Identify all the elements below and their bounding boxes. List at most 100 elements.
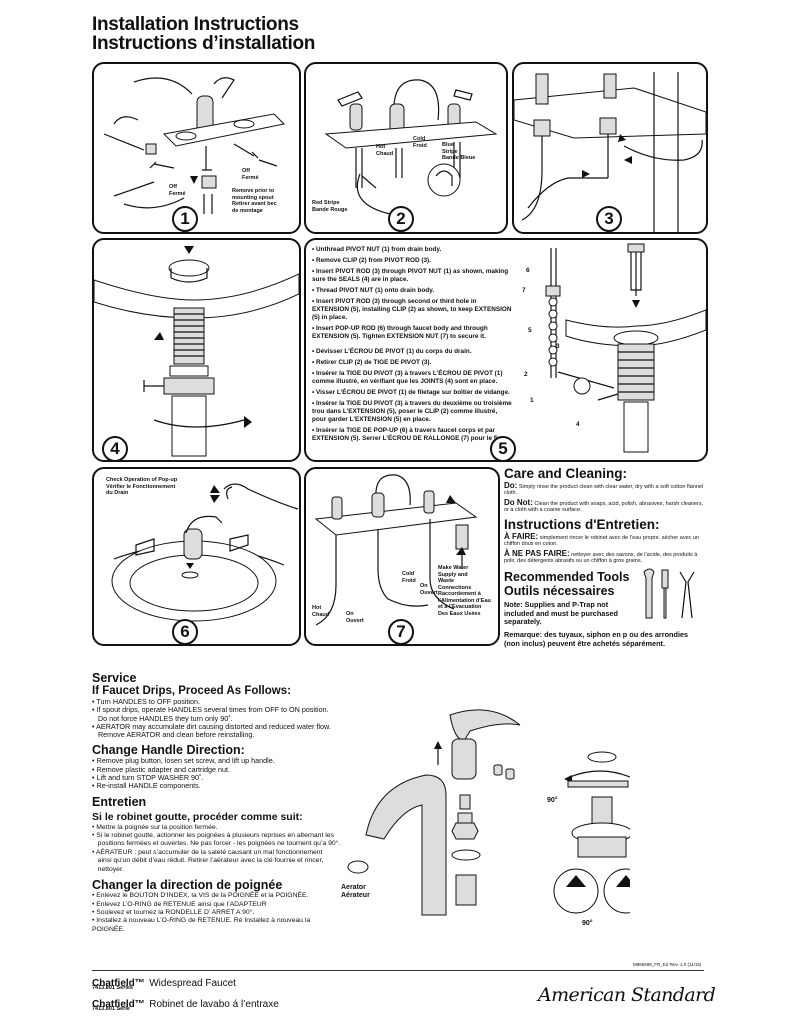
- list-item: • Enlevez le BOUTON D’INDEX, la VIS de l…: [92, 892, 309, 900]
- label-cold-7: Cold Froid: [402, 571, 416, 584]
- label-make-connections: Make Water Supply and Waste Connections …: [438, 565, 491, 617]
- list-item: • Turn HANDLES to OFF position.: [92, 697, 200, 706]
- document-number: M965698_FR_EZ Rev. 1.0 (11/15): [633, 962, 702, 967]
- care-title: Care and Cleaning:: [504, 466, 628, 481]
- list-item: • Mettre la poignée sur la position ferm…: [92, 823, 218, 831]
- callout-7: 7: [522, 287, 526, 294]
- callout-4: 4: [576, 421, 580, 428]
- step-number-6: 6: [172, 619, 198, 644]
- step-5-panel: • Unthread PIVOT NUT (1) from drain body…: [304, 238, 708, 462]
- service-title: Service: [92, 671, 137, 685]
- step-1-illustration: [103, 77, 286, 214]
- step-number-5: 5: [490, 436, 516, 460]
- page-title-fr: Instructions d’installation: [92, 33, 316, 54]
- service-drip-head: If Faucet Drips, Proceed As Follows:: [92, 685, 291, 697]
- wrench-icon: [643, 568, 655, 619]
- step-6-panel: Check Operation of Pop-up Vérifier le Fo…: [92, 467, 301, 646]
- list-item: • Remove plastic adapter and cartridge n…: [92, 764, 230, 774]
- label-check-popup: Check Operation of Pop-up Vérifier le Fo…: [106, 477, 178, 496]
- care-afaire-label: À FAIRE:: [504, 532, 539, 542]
- step-2-panel: Hot Chaud Cold Froid Blue Stripe Bande B…: [304, 62, 508, 234]
- list-item: positions fermées et ouvertes. Ne pas fo…: [92, 840, 341, 848]
- list-item: nettoyer.: [92, 865, 124, 873]
- list-item: • Installez à nouveau L’O-RING de RETENU…: [92, 917, 311, 933]
- callout-3: 3: [556, 343, 560, 350]
- label-aerator: Aerator Aérateur: [341, 884, 370, 899]
- product-series-fr: 7413.801 Série: [92, 1006, 130, 1012]
- fr-handle-head: Changer la direction de poignée: [92, 878, 283, 893]
- step-5-fr-item: • Insérer la TIGE DU PIVOT (3) à travers…: [312, 370, 503, 385]
- label-cold: Cold Froid: [413, 136, 427, 149]
- label-hot-7: Hot Chaud: [312, 605, 330, 618]
- label-blue-stripe: Blue Stripe Bande Bleue: [442, 142, 476, 161]
- care-do-text: Simply rinse the product clean with clea…: [504, 484, 704, 497]
- step-4-illustration: [94, 246, 299, 457]
- step-number-3: 3: [596, 206, 622, 232]
- step-5-illustration: [545, 243, 706, 453]
- label-90-deg-1: 90°: [547, 797, 558, 804]
- list-item: Do not force HANDLES they turn only 90˚.: [92, 713, 233, 723]
- care-anepas: À NE PAS FAIRE: nettoyer avec des savons…: [504, 548, 704, 565]
- label-remove-prior: Remove prior to mounting spout Retirer a…: [232, 188, 277, 214]
- list-item: • Re-install HANDLE components.: [92, 781, 201, 791]
- list-item: Remove AERATOR and clean before reinstal…: [92, 730, 255, 740]
- care-donot-label: Do Not:: [504, 497, 533, 507]
- label-red-stripe: Red Stripe Bande Rouge: [312, 200, 348, 213]
- pliers-icon: [679, 571, 695, 619]
- step-1-panel: Off Fermé Off Fermé Remove prior to moun…: [92, 62, 301, 234]
- care-donot-text: Clean the product with soaps, acid, poli…: [504, 500, 704, 513]
- screwdriver-icon: [661, 569, 669, 619]
- tools-illustration: [643, 568, 695, 619]
- step-2-illustration: [324, 79, 498, 215]
- service-handle-head: Change Handle Direction:: [92, 743, 245, 758]
- step-5-fr-item: • Retirer CLIP (2) de TIGE DE PIVOT (3).: [312, 359, 432, 366]
- product-name-fr: Chatfield™: [92, 999, 145, 1010]
- step-4-panel: 4: [92, 238, 301, 462]
- product-series-en: 7413.801 Series: [92, 985, 133, 991]
- list-item: • AERATOR may accumulate dirt causing di…: [92, 721, 331, 731]
- care-section: Care and Cleaning: Do: Simply rinse the …: [504, 466, 704, 565]
- callout-1: 1: [530, 397, 534, 404]
- list-item: • If spout drips, operate HANDLES severa…: [92, 705, 329, 715]
- parts-exploded-view: [347, 709, 630, 916]
- step-5-en-item: • Remove CLIP (2) from PIVOT ROD (3).: [312, 257, 431, 264]
- product-name-en: Chatfield™: [92, 978, 145, 989]
- care-do: Do: Simply rinse the product clean with …: [504, 481, 704, 497]
- list-item: • Si le robinet goutte, actionner les po…: [92, 832, 334, 840]
- label-off-1: Off Fermé: [169, 184, 186, 197]
- care-afaire-text: simplement rincer le robinet avec de l’e…: [504, 535, 700, 548]
- fr-drip-head: Si le robinet goutte, procéder comme sui…: [92, 810, 303, 823]
- label-90-deg-2: 90°: [582, 920, 593, 927]
- list-item: • Lift and turn STOP WASHER 90˚.: [92, 773, 204, 783]
- care-do-label: Do:: [504, 481, 518, 490]
- product-desc-en: Widespread Faucet: [149, 978, 236, 989]
- footer-product-fr: Chatfield™ Robinet de lavabo á l’entraxe: [92, 994, 279, 1012]
- service-handle-list: • Remove plug button, losen set screw, a…: [92, 757, 342, 790]
- fr-handle-list: • Enlevez le BOUTON D’INDEX, la VIS de l…: [92, 892, 342, 934]
- list-item: ainsi qu’un débit d’eau réduit. Retirer …: [92, 857, 324, 865]
- step-6-illustration: [111, 483, 299, 622]
- step-number-1: 1: [172, 206, 198, 232]
- tools-title-fr: Outils nécessaires: [504, 584, 615, 598]
- care-donot: Do Not: Clean the product with soaps, ac…: [504, 497, 704, 514]
- service-section: Service If Faucet Drips, Proceed As Foll…: [92, 672, 342, 934]
- product-desc-fr: Robinet de lavabo á l’entraxe: [149, 999, 279, 1010]
- step-5-en-item: • Unthread PIVOT NUT (1) from drain body…: [312, 246, 442, 253]
- label-off-2: Off Fermé: [242, 168, 259, 181]
- step-5-fr-item: • Visser L’ÉCROU DE PIVOT (1) de filetag…: [312, 389, 510, 396]
- step-5-en-item: • Insert PIVOT ROD (3) through second or…: [312, 298, 512, 321]
- list-item: • Enlevez L’O-RING de RETENUE ainsi que …: [92, 900, 267, 908]
- step-5-en-item: • Insert POP-UP ROD (6) through faucet b…: [312, 325, 488, 340]
- list-item: • Remove plug button, losen set screw, a…: [92, 756, 275, 766]
- american-standard-logo: American Standard: [538, 984, 716, 1006]
- care-anepas-label: À NE PAS FAIRE:: [504, 548, 570, 558]
- page-title: Installation Instructions: [92, 14, 299, 35]
- step-5-en-item: • Thread PIVOT NUT (1) onto drain body.: [312, 287, 435, 294]
- care-anepas-text: nettoyer avec des savons, de l’acide, de…: [504, 551, 698, 565]
- care-title-fr: Instructions d'Entretien:: [504, 517, 660, 533]
- step-5-fr-item: • Dévisser L’ÉCROU DE PIVOT (1) du corps…: [312, 348, 472, 355]
- step-3-illustration: [514, 72, 706, 232]
- tools-title: Recommended Tools: [504, 570, 630, 584]
- tools-note-fr: Remarque: des tuyaux, siphon en p ou des…: [504, 630, 689, 648]
- service-drip-list: • Turn HANDLES to OFF position. • If spo…: [92, 697, 342, 740]
